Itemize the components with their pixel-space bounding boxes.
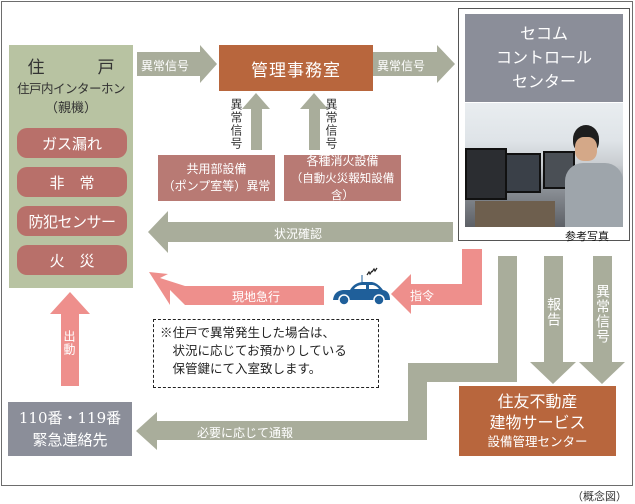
- diagram-frame: [1, 1, 633, 486]
- management-office-box: 管理事務室: [219, 45, 373, 91]
- fire-equipment-box: 各種消火設備 （自動火災報知設備含）: [284, 153, 401, 202]
- arrow-fire-to-office: [300, 93, 328, 150]
- sumitomo-line3: 設備管理センター: [487, 434, 588, 449]
- emergency-contact-line1: 110番・119番: [18, 409, 122, 427]
- label-abnormal-to-sumitomo: 異常信号: [594, 284, 610, 344]
- label-notify-if-needed: 必要に応じて通報: [197, 426, 294, 440]
- common-equipment-box: 共用部設備 （ポンプ室等）異常: [158, 155, 275, 201]
- emergency-contact-box: 110番・119番 緊急連絡先: [8, 402, 132, 456]
- desk: [475, 201, 555, 227]
- arrow-office-to-secom: [373, 45, 455, 83]
- monitor-1: [465, 148, 507, 200]
- arrow-abnormal-to-sumitomo: [579, 256, 625, 384]
- sumitomo-line1: 住友不動産: [497, 392, 578, 411]
- secom-line1: セコム: [519, 24, 568, 43]
- photo-caption: 参考写真: [565, 230, 609, 243]
- sumitomo-line2: 建物サービス: [489, 413, 586, 432]
- common-equipment-line2: （ポンプ室等）異常: [162, 179, 271, 193]
- note-line1: ※住戸で異常発生した場合は、: [160, 325, 336, 340]
- fire-equipment-line2: （自動火災報知設備含）: [290, 170, 395, 202]
- note-line3: 保管鍵にて入室致します。: [160, 361, 322, 376]
- secom-center-title: セコム コントロール センター: [465, 14, 623, 102]
- control-center-photo: [465, 103, 623, 227]
- alert-emergency: 非 常: [17, 167, 127, 197]
- dwelling-subtitle: 住戸内インターホン: [16, 81, 126, 96]
- fire-equipment-line1: 各種消火設備: [306, 153, 379, 168]
- note-box: ※住戸で異常発生した場合は、 状況に応じてお預かりしている 保管鍵にて入室致しま…: [153, 319, 379, 388]
- arrow-emergency-dispatch: [50, 292, 90, 386]
- alert-gas-leak: ガス漏れ: [17, 128, 127, 158]
- arrow-status-check: [148, 211, 453, 253]
- alert-security-sensor: 防犯センサー: [17, 206, 127, 236]
- emergency-contact-line2: 緊急連絡先: [32, 431, 108, 449]
- operator-body: [565, 163, 623, 227]
- figure-caption: （概念図）: [572, 490, 627, 503]
- label-office-to-secom: 異常信号: [377, 59, 426, 73]
- label-dwelling-to-office: 異常信号: [141, 59, 190, 73]
- arrow-dwelling-to-office: [137, 45, 217, 83]
- monitor-2: [505, 153, 541, 193]
- label-status-check: 状況確認: [274, 227, 323, 241]
- label-common-to-office: 異常信号: [229, 98, 243, 150]
- sumitomo-center-box: 住友不動産 建物サービス 設備管理センター: [459, 386, 616, 456]
- dwelling-subtitle2: （親機）: [44, 101, 97, 116]
- label-report: 報告: [545, 297, 561, 327]
- secom-line3: センター: [511, 72, 576, 91]
- alert-fire: 火 災: [17, 245, 127, 275]
- arrow-rush-to-site: [149, 272, 324, 305]
- arrow-dispatch: [391, 249, 482, 314]
- secom-line2: コントロール: [495, 48, 592, 67]
- dwelling-title: 住 戸: [27, 58, 133, 78]
- label-emergency-dispatch: 出動: [62, 330, 76, 356]
- arrow-common-to-office: [242, 93, 270, 150]
- operator-face: [575, 137, 597, 161]
- label-dispatch: 指令: [410, 289, 435, 303]
- label-rush-to-site: 現地急行: [232, 290, 281, 304]
- arrow-notify-if-needed: [136, 256, 517, 450]
- arrow-report: [530, 256, 576, 384]
- common-equipment-line1: 共用部設備: [186, 162, 247, 176]
- note-line2: 状況に応じてお預かりしている: [160, 343, 347, 358]
- police-car-icon: [333, 267, 390, 306]
- label-fire-to-office: 異常信号: [324, 98, 338, 150]
